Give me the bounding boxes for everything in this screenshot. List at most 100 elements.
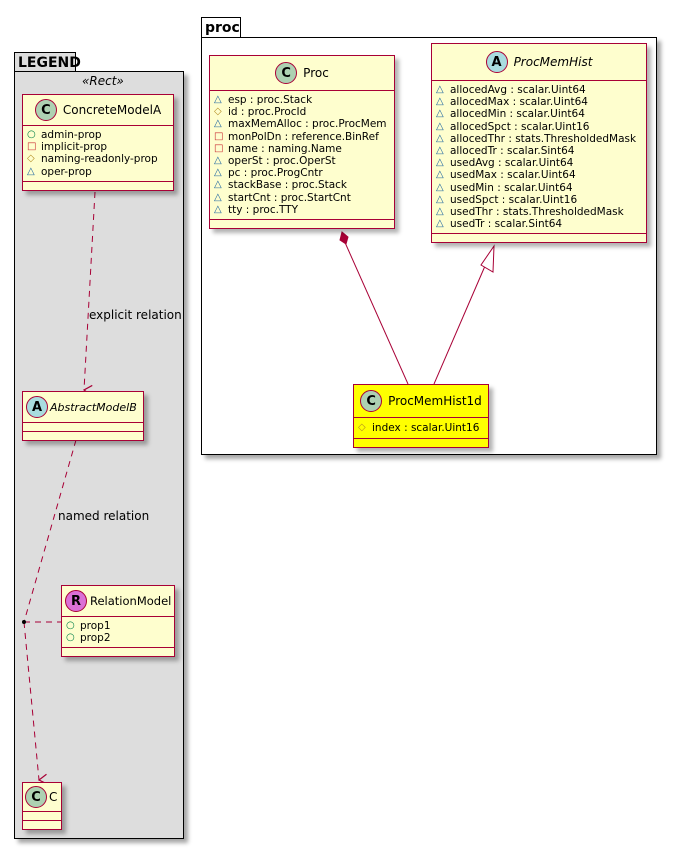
proc-package-title: proc — [205, 20, 240, 36]
method-list — [23, 821, 61, 829]
package-visibility-icon: △ — [436, 218, 444, 230]
attribute-item: △usedAvg : scalar.Uint64 — [436, 157, 574, 170]
public-visibility-icon: ○ — [27, 129, 36, 140]
attribute-list: ◇index : scalar.Uint16 — [354, 418, 488, 440]
attribute-item: △allocedMin : scalar.Uint64 — [436, 108, 585, 121]
package-visibility-icon: △ — [214, 167, 222, 179]
class-concrete-model-a[interactable]: C ConcreteModelA ○admin-prop □implicit-p… — [22, 94, 174, 191]
attribute-item: △usedMin : scalar.Uint64 — [436, 181, 573, 194]
package-visibility-icon: △ — [436, 108, 444, 120]
class-name: ProcMemHist1d — [388, 394, 482, 408]
package-visibility-icon: △ — [436, 157, 444, 169]
public-visibility-icon: ○ — [66, 632, 75, 644]
legend-package-tab: LEGEND — [14, 52, 81, 72]
package-visibility-icon: △ — [214, 179, 222, 191]
private-visibility-icon: □ — [214, 130, 224, 142]
attribute-item: △usedMax : scalar.Uint64 — [436, 169, 576, 182]
class-badge-icon: C — [360, 390, 383, 412]
attribute-item: △allocedAvg : scalar.Uint64 — [436, 84, 586, 96]
attribute-item: ○prop1 — [66, 620, 111, 632]
class-relation-model[interactable]: R RelationModel ○prop1 ○prop2 — [61, 585, 175, 658]
attribute-item: △oper-prop — [27, 165, 92, 178]
attribute-list: ○admin-prop □implicit-prop ◇naming-reado… — [23, 126, 173, 182]
private-visibility-icon: □ — [27, 141, 37, 153]
package-visibility-icon: △ — [436, 84, 444, 95]
named-relation-label: named relation — [58, 509, 150, 523]
attribute-item: ◇index : scalar.Uint16 — [358, 422, 480, 434]
explicit-relation-label: explicit relation — [89, 308, 182, 322]
attribute-item: △usedThr : stats.ThresholdedMask — [436, 206, 624, 219]
attribute-item: △usedSpct : scalar.Uint16 — [436, 193, 578, 206]
class-proc-mem-hist[interactable]: A ProcMemHist △allocedAvg : scalar.Uint6… — [431, 43, 647, 244]
attribute-item: △allocedMax : scalar.Uint64 — [436, 96, 588, 109]
attribute-item: ○admin-prop — [27, 129, 102, 141]
class-c[interactable]: C C — [22, 782, 62, 830]
legend-package-title: LEGEND — [18, 55, 81, 71]
relation-badge-icon: R — [65, 590, 87, 612]
attribute-item: △esp : proc.Stack — [214, 94, 313, 106]
package-visibility-icon: △ — [436, 96, 444, 108]
attribute-item: ◇id : proc.ProcId — [214, 106, 307, 119]
package-visibility-icon: △ — [436, 169, 444, 181]
attribute-item: △maxMemAlloc : proc.ProcMem — [214, 118, 387, 131]
attribute-item: △allocedThr : stats.ThresholdedMask — [436, 132, 637, 145]
attribute-list: ○prop1 ○prop2 — [62, 617, 174, 649]
attribute-item: ◇naming-readonly-prop — [27, 153, 158, 166]
attribute-item: □name : naming.Name — [214, 142, 342, 155]
package-visibility-icon: △ — [214, 191, 222, 203]
attribute-list: △esp : proc.Stack ◇id : proc.ProcId △max… — [210, 91, 394, 221]
private-visibility-icon: □ — [214, 142, 224, 154]
proc-package-tab: proc — [201, 17, 241, 37]
class-name: RelationModel — [90, 594, 172, 608]
class-name: ProcMemHist — [513, 55, 593, 69]
abstract-badge-icon: A — [485, 51, 508, 73]
legend-stereotype: «Rect» — [82, 74, 124, 88]
package-visibility-icon: △ — [436, 193, 444, 205]
attribute-list — [23, 812, 61, 821]
attribute-item: △allocedTr : scalar.Sint64 — [436, 145, 575, 158]
abstract-badge-icon: A — [26, 396, 48, 418]
package-visibility-icon: △ — [436, 145, 444, 157]
attribute-item: △stackBase : proc.Stack — [214, 179, 348, 192]
attribute-item: □monPolDn : reference.BinRef — [214, 130, 379, 143]
method-list — [354, 439, 488, 447]
package-visibility-icon: △ — [27, 165, 35, 177]
class-proc[interactable]: C Proc △esp : proc.Stack ◇id : proc.Proc… — [209, 55, 395, 230]
attribute-item: ○prop2 — [66, 632, 111, 645]
package-visibility-icon: △ — [436, 132, 444, 144]
package-visibility-icon: △ — [436, 120, 444, 132]
package-visibility-icon: △ — [214, 94, 222, 105]
attribute-list — [23, 423, 143, 432]
class-badge-icon: C — [275, 62, 298, 84]
class-name: ConcreteModelA — [62, 103, 162, 117]
attribute-list: △allocedAvg : scalar.Uint64 △allocedMax … — [432, 81, 646, 235]
attribute-item: △usedTr : scalar.Sint64 — [436, 218, 563, 231]
attribute-item: □implicit-prop — [27, 141, 108, 154]
attribute-item: △startCnt : proc.StartCnt — [214, 191, 351, 204]
package-visibility-icon: △ — [214, 155, 222, 167]
class-badge-icon: C — [34, 99, 57, 121]
class-proc-mem-hist-1d[interactable]: C ProcMemHist1d ◇index : scalar.Uint16 — [353, 384, 489, 449]
method-list — [23, 182, 173, 190]
package-visibility-icon: △ — [436, 206, 444, 218]
method-list — [210, 220, 394, 228]
class-name: AbstractModelB — [50, 400, 137, 414]
package-visibility-icon: △ — [214, 118, 222, 130]
attribute-item: △allocedSpct : scalar.Uint16 — [436, 120, 590, 133]
method-list — [432, 234, 646, 242]
attribute-item: △pc : proc.ProgCntr — [214, 167, 323, 180]
class-name: Proc — [303, 66, 329, 80]
class-name: C — [49, 790, 58, 804]
protected-visibility-icon: ◇ — [214, 106, 222, 118]
method-list — [23, 432, 143, 440]
protected-visibility-icon: ◇ — [358, 422, 366, 433]
class-abstract-model-b[interactable]: A AbstractModelB — [22, 391, 144, 441]
attribute-item: △tty : proc.TTY — [214, 203, 299, 216]
public-visibility-icon: ○ — [66, 620, 75, 631]
protected-visibility-icon: ◇ — [27, 153, 35, 165]
method-list — [62, 648, 174, 656]
class-badge-icon: C — [25, 786, 47, 808]
package-visibility-icon: △ — [214, 203, 222, 215]
attribute-item: △operSt : proc.OperSt — [214, 155, 336, 168]
package-visibility-icon: △ — [436, 181, 444, 193]
